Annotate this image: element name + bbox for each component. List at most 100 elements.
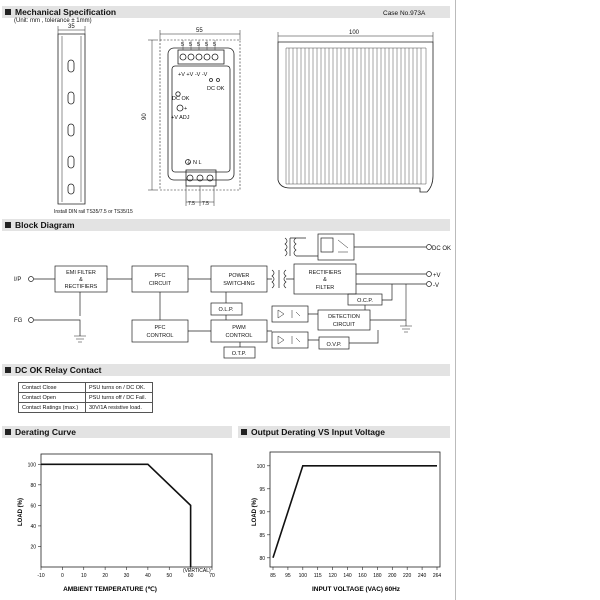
section-header-output-derating: Output Derating VS Input Voltage <box>238 426 450 438</box>
dc-ok-led <box>175 91 181 97</box>
mechanical-drawing: 35 55 100 90 5 5 5 5 5 +V +V -V -V DC OK… <box>54 24 434 215</box>
plot-frame <box>269 451 441 568</box>
side-view-outline <box>277 41 434 193</box>
x-tick-label: 160 <box>358 573 367 579</box>
x-tick-label: 0 <box>61 573 64 579</box>
table-cell: Contact Open <box>18 392 86 403</box>
x-tick-label: 20 <box>102 573 108 579</box>
section-title: Derating Curve <box>15 427 76 437</box>
section-marker-icon <box>241 429 247 435</box>
vplus-terminal-icon <box>426 271 432 277</box>
power-switching-box <box>210 265 268 293</box>
table-cell: Contact Ratings (max.) <box>18 402 86 413</box>
input-derating-series-line <box>272 464 437 559</box>
x-axis-label: AMBIENT TEMPERATURE (℃) <box>63 585 157 593</box>
x-tick-label: 115 <box>314 573 322 579</box>
bottom-terminal-block <box>186 174 214 182</box>
olp-label: O.L.P. <box>219 307 234 313</box>
x-tick-label: 120 <box>328 573 337 579</box>
pin-pitch-4: 5 <box>205 42 208 48</box>
section-header-derating: Derating Curve <box>2 426 232 438</box>
y-tick-label: 90 <box>259 510 265 516</box>
y-axis-label: LOAD (%) <box>18 498 24 526</box>
section-title: DC OK Relay Contact <box>15 365 102 375</box>
front-panel <box>167 47 235 181</box>
section-header-block: Block Diagram <box>2 219 450 231</box>
power-path-lines <box>34 273 426 285</box>
section-marker-icon <box>5 222 11 228</box>
y-tick-label: 100 <box>257 464 266 470</box>
pwm-label-2: CONTROL <box>226 333 253 339</box>
vminus-output-label: -V <box>433 283 439 289</box>
input-terminal-icon <box>28 276 34 282</box>
pwm-label-1: PWM <box>232 325 246 331</box>
output-ground-icon <box>400 284 412 333</box>
pin-pitch-2: 5 <box>189 42 192 48</box>
olp-box <box>210 302 243 316</box>
section-marker-icon <box>5 367 11 373</box>
control-lines <box>159 284 406 347</box>
pfc-circuit-label-1: PFC <box>155 273 166 279</box>
x-tick-label: 100 <box>299 573 308 579</box>
table-row: Contact Open PSU turns off / DC Fail. <box>18 392 153 403</box>
x-tick-label: 264 <box>433 573 442 579</box>
fg-line <box>34 292 81 336</box>
rect-label-1: RECTIFIERS <box>309 270 342 276</box>
pin-pitch-5: 5 <box>213 42 216 48</box>
table-cell: PSU turns on / DC OK. <box>85 382 153 393</box>
section-title: Block Diagram <box>15 220 75 230</box>
ocp-label: O.C.P. <box>357 298 373 304</box>
section-marker-icon <box>5 9 11 15</box>
detection-label-1: DETECTION <box>328 314 360 320</box>
section-marker-icon <box>5 429 11 435</box>
table-cell: PSU turns off / DC Fail. <box>85 392 153 403</box>
vadj-potentiometer <box>176 104 184 112</box>
x-tick-label: 220 <box>403 573 412 579</box>
x-tick-extra: (VERTICAL) <box>183 568 211 574</box>
pfc-control-label-1: PFC <box>155 325 166 331</box>
y-axis-label: LOAD (%) <box>252 498 258 526</box>
table-cell: Contact Close <box>18 382 86 393</box>
page-divider <box>455 0 456 600</box>
ip-label: I/P <box>14 277 21 283</box>
plus-label: + <box>184 106 187 112</box>
dim-7-5-b: 7.5 <box>202 201 209 207</box>
terminal-labels: +V +V -V -V <box>178 72 208 78</box>
pin-pitch-1: 5 <box>181 42 184 48</box>
pfc-circuit-label-2: CIRCUIT <box>149 281 172 287</box>
dc-ok-led-label: DC OK <box>172 96 190 102</box>
plot-frame <box>40 453 213 568</box>
side-view-vents <box>288 48 422 184</box>
din-rail-slots <box>67 59 75 195</box>
dim-7-5-a: 7.5 <box>188 201 195 207</box>
pfc-control-label-2: CONTROL <box>147 333 174 339</box>
y-tick-label: 60 <box>30 503 36 509</box>
block-diagram: EMI FILTER & RECTIFIERS PFC CIRCUIT PFC … <box>14 233 451 359</box>
x-tick-label: 95 <box>285 573 291 579</box>
derating-series-line <box>41 463 192 567</box>
dc-ok-terminal-icon <box>426 244 432 250</box>
section-title: Output Derating VS Input Voltage <box>251 427 385 437</box>
x-tick-label: 30 <box>124 573 130 579</box>
vminus-terminal-icon <box>426 281 432 287</box>
case-number: Case No.973A <box>383 10 426 17</box>
x-tick-label: 60 <box>188 573 194 579</box>
rect-label-3: FILTER <box>316 285 335 291</box>
x-tick-label: 200 <box>388 573 397 579</box>
fg-label: FG <box>14 318 23 324</box>
x-tick-label: 40 <box>145 573 151 579</box>
dim-55: 55 <box>196 28 203 34</box>
y-tick-label: 95 <box>259 487 265 493</box>
x-tick-label: 85 <box>270 573 276 579</box>
pin-pitch-3: 5 <box>197 42 200 48</box>
ground-icon <box>74 335 86 343</box>
ovp-label: O.V.P. <box>327 342 342 348</box>
x-tick-label: 180 <box>373 573 382 579</box>
top-terminal-block <box>177 49 225 65</box>
x-tick-label: -10 <box>37 573 44 579</box>
y-tick-label: 100 <box>28 462 37 468</box>
x-tick-label: 50 <box>166 573 172 579</box>
detection-label-2: CIRCUIT <box>333 322 356 328</box>
